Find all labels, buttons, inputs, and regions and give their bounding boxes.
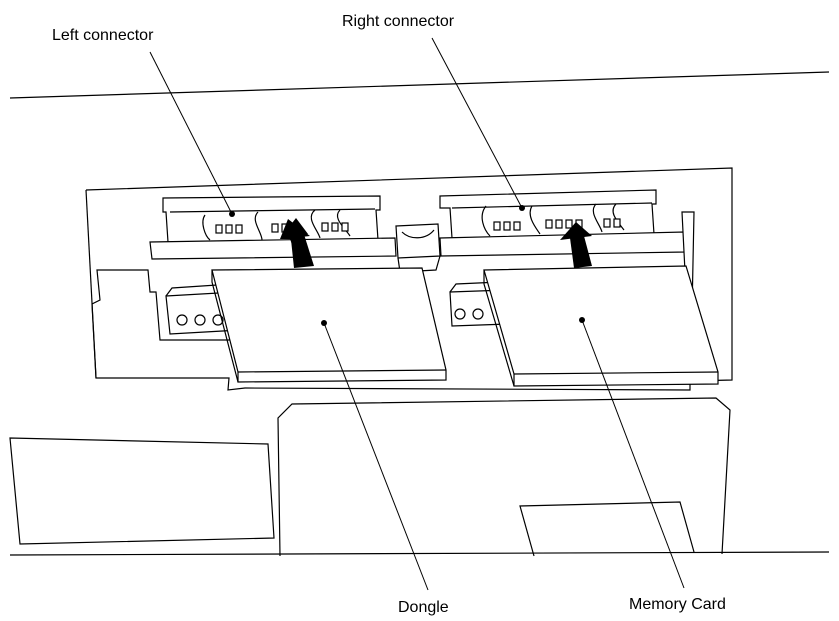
label-right-connector: Right connector — [342, 13, 455, 30]
right-connector — [439, 189, 686, 257]
label-memory-card: Memory Card — [629, 596, 726, 613]
dongle-card — [211, 267, 447, 383]
label-left-connector: Left connector — [52, 27, 154, 44]
left-connector — [149, 195, 397, 260]
label-dongle: Dongle — [398, 599, 449, 616]
leader-memory-card — [581, 319, 685, 589]
lower-notch — [519, 501, 695, 557]
arrow-left-insert — [280, 218, 314, 268]
case-bottom-edge — [9, 551, 830, 556]
leader-dot-right-connector — [519, 205, 525, 211]
leader-right-connector — [431, 37, 523, 209]
memory-card — [483, 265, 719, 387]
leader-dongle — [323, 322, 429, 591]
lower-left-panel — [9, 437, 275, 545]
leader-dot-memory-card — [579, 317, 585, 323]
leader-left-connector — [149, 51, 233, 215]
leader-dot-left-connector — [229, 211, 235, 217]
leader-dot-dongle — [321, 320, 327, 326]
case-top-edge — [9, 71, 830, 99]
center-joint — [395, 223, 441, 273]
lower-case-body — [277, 397, 731, 557]
arrow-right-insert — [560, 222, 592, 268]
